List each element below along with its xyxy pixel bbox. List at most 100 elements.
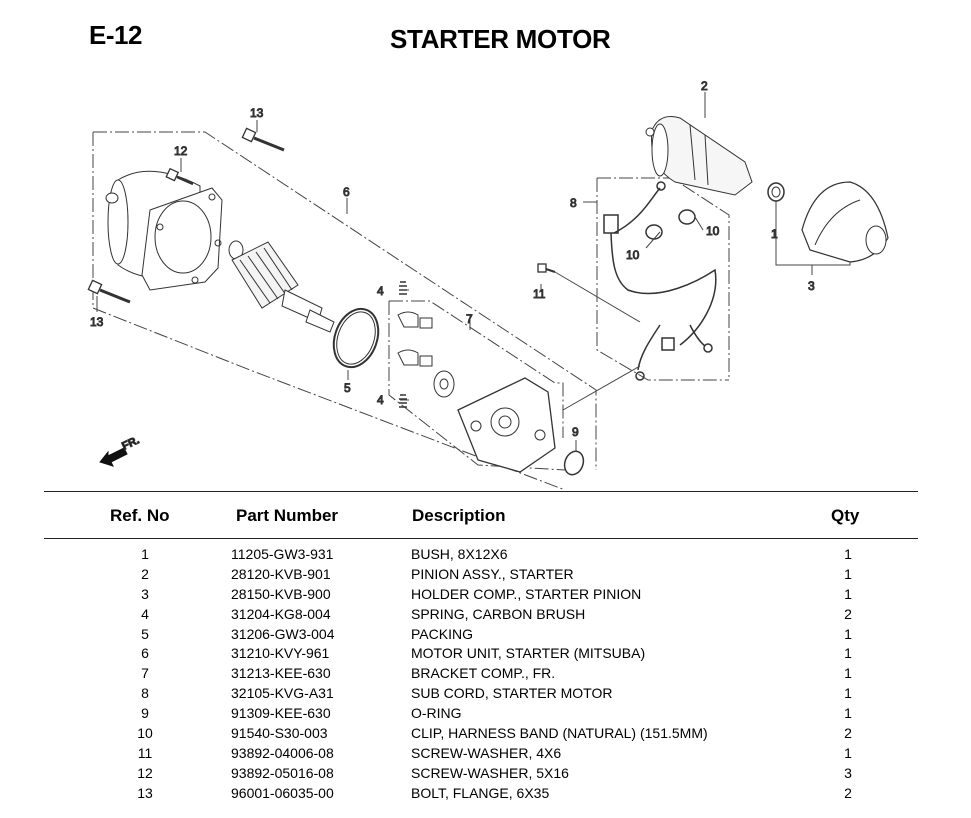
cell-qty: 2: [844, 784, 852, 801]
cell-qty: 2: [844, 725, 852, 742]
column-header-ref: Ref. No: [110, 506, 170, 525]
cell-part-number: 32105-KVG-A31: [231, 685, 334, 702]
cell-ref: 6: [141, 645, 149, 662]
cell-ref: 7: [141, 665, 149, 682]
o-ring: [563, 450, 585, 476]
column-header-part-number: Part Number: [236, 506, 339, 525]
callout-8: 8: [570, 196, 577, 210]
cell-part-number: 31204-KG8-004: [231, 605, 331, 622]
harness-clip-b: [678, 209, 696, 225]
cell-part-number: 91309-KEE-630: [231, 705, 331, 722]
cell-ref: 8: [141, 685, 149, 702]
cell-description: O-RING: [411, 705, 462, 722]
cell-qty: 1: [844, 565, 852, 582]
callout-4-lower: 4: [377, 393, 384, 407]
cell-part-number: 28120-KVB-901: [231, 565, 331, 582]
carbon-brushes: [397, 311, 433, 367]
column-header-qty: Qty: [831, 506, 860, 525]
cell-ref: 10: [137, 725, 153, 742]
callout-10-left: 10: [626, 248, 640, 262]
bearing: [433, 370, 455, 398]
motor-housing: [105, 170, 223, 291]
page-title: STARTER MOTOR: [390, 24, 611, 54]
table-row: 13 96001-06035-00 BOLT, FLANGE, 6X35 2: [0, 785, 971, 805]
cell-qty: 1: [844, 546, 852, 562]
subcord-group-outline: [596, 177, 730, 381]
table-row: 1 11205-GW3-931 BUSH, 8X12X6 1: [0, 546, 971, 566]
cell-qty: 1: [844, 744, 852, 761]
callout-13-top: 13: [250, 106, 264, 120]
cell-description: SUB CORD, STARTER MOTOR: [411, 685, 613, 702]
packing-ring: [332, 307, 380, 369]
callout-12: 12: [174, 144, 188, 158]
table-row: 3 28150-KVB-900 HOLDER COMP., STARTER PINI…: [0, 586, 971, 606]
cell-qty: 1: [844, 685, 852, 702]
cell-description: SCREW-WASHER, 5X16: [411, 764, 569, 781]
cell-description: MOTOR UNIT, STARTER (MITSUBA): [411, 645, 646, 662]
callout-4-upper: 4: [377, 284, 384, 298]
callout-1: 1: [771, 227, 778, 241]
screw-11: [537, 263, 556, 273]
carbon-brush-spring-upper: [399, 281, 407, 295]
cell-ref: 5: [141, 625, 149, 642]
cell-description: BUSH, 8X12X6: [411, 546, 508, 562]
cell-qty: 1: [844, 665, 852, 682]
cell-part-number: 11205-GW3-931: [231, 546, 334, 562]
callout-13-bottom: 13: [90, 315, 104, 329]
callout-5: 5: [344, 381, 351, 395]
cell-description: HOLDER COMP., STARTER PINION: [411, 585, 642, 602]
table-top-rule: [44, 491, 918, 492]
front-direction-arrow-icon: [99, 447, 128, 467]
cell-description: CLIP, HARNESS BAND (NATURAL) (151.5MM): [411, 725, 708, 742]
table-row: 6 31210-KVY-961 MOTOR UNIT, STARTER (MITSU…: [0, 645, 971, 665]
cell-ref: 13: [137, 784, 153, 801]
cell-qty: 2: [844, 605, 852, 622]
bush: [767, 182, 785, 202]
callout-7: 7: [466, 312, 473, 326]
cell-part-number: 96001-06035-00: [231, 784, 334, 801]
cell-ref: 1: [141, 546, 149, 562]
cell-part-number: 93892-05016-08: [231, 764, 334, 781]
table-row: 12 93892-05016-08 SCREW-WASHER, 5X16 3: [0, 765, 971, 785]
callout-11: 11: [533, 287, 546, 301]
bolt-13-lower: [87, 279, 131, 304]
cell-part-number: 31210-KVY-961: [231, 645, 330, 662]
cell-qty: 3: [844, 764, 852, 781]
cell-ref: 2: [141, 565, 149, 582]
carbon-brush-spring-lower: [399, 394, 407, 408]
cell-qty: 1: [844, 645, 852, 662]
callout-10-right: 10: [706, 224, 720, 238]
screw-12: [165, 167, 194, 186]
bolt-13-upper: [241, 127, 285, 152]
table-row: 5 31206-GW3-004 PACKING 1: [0, 626, 971, 646]
cell-ref: 9: [141, 705, 149, 722]
callout-2: 2: [701, 79, 708, 93]
motor-unit-group-outline: [92, 131, 597, 490]
cell-part-number: 93892-04006-08: [231, 744, 334, 761]
cell-description: BRACKET COMP., FR.: [411, 665, 556, 682]
cell-qty: 1: [844, 625, 852, 642]
cell-description: PINION ASSY., STARTER: [411, 565, 574, 582]
table-row: 8 32105-KVG-A31 SUB CORD, STARTER MOTOR 1: [0, 685, 971, 705]
callout-9: 9: [572, 425, 579, 439]
cell-part-number: 31206-GW3-004: [231, 625, 335, 642]
pinion-holder-cover: [801, 181, 889, 263]
pinion-assembly: [645, 116, 753, 196]
front-direction-label: FR.: [120, 434, 141, 452]
cell-ref: 12: [137, 764, 153, 781]
exploded-parts-diagram: 13 12 13 6 4 4 5 7 11 8 9 10 10 2 1 3 FR…: [0, 70, 971, 490]
cell-part-number: 28150-KVB-900: [231, 585, 331, 602]
cell-description: SPRING, CARBON BRUSH: [411, 605, 586, 622]
cell-description: PACKING: [411, 625, 473, 642]
leader-lines: [96, 92, 813, 452]
cell-description: BOLT, FLANGE, 6X35: [411, 784, 550, 801]
cell-ref: 3: [141, 585, 149, 602]
front-bracket: [457, 377, 556, 473]
section-code: E-12: [89, 20, 142, 50]
column-header-description: Description: [412, 506, 506, 525]
